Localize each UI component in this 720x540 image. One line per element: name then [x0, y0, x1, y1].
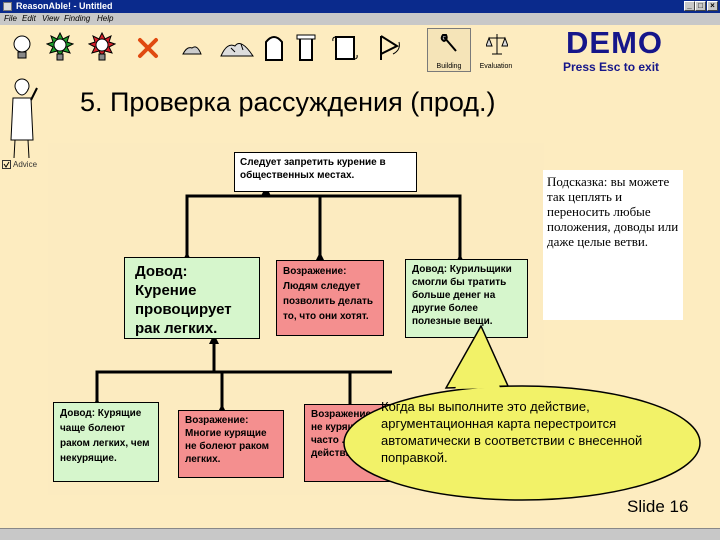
maximize-button[interactable]: □ [695, 1, 706, 11]
demo-title: DEMO [566, 25, 663, 60]
philosopher-icon[interactable] [4, 76, 38, 162]
building-button[interactable]: Building [427, 28, 471, 72]
evaluation-button[interactable]: Evaluation [473, 28, 519, 72]
slide-number: Slide 16 [627, 497, 689, 516]
reason-box[interactable]: Довод: Курильщики смогли бы тратить боль… [405, 259, 528, 338]
advice-toggle[interactable]: Advice [2, 160, 38, 170]
rock-icon[interactable] [181, 32, 203, 64]
checkbox-icon [2, 160, 11, 170]
horizontal-scrollbar[interactable] [0, 528, 720, 540]
objection-box[interactable]: Возражение: Людям следует позволить дела… [276, 260, 384, 336]
menu-file[interactable]: File [4, 14, 17, 23]
evaluation-label: Evaluation [479, 63, 513, 70]
tombstone-icon[interactable] [262, 32, 286, 64]
wrench-icon [440, 34, 457, 52]
menu-view[interactable]: View [42, 14, 60, 23]
menu-edit[interactable]: Edit [22, 14, 36, 23]
play-flag-icon[interactable] [375, 32, 405, 64]
main-reason-box[interactable]: Довод: Курение провоцирует рак легких. [124, 257, 260, 339]
close-button[interactable]: × [707, 1, 718, 11]
claim-box[interactable]: Следует запретить курение в общественных… [234, 152, 417, 192]
demo-subtitle: Press Esc to exit [563, 60, 660, 74]
scales-icon [486, 34, 508, 55]
hint-panel: Подсказка: вы можете так цеплять и перен… [543, 170, 683, 320]
sub-reason-box[interactable]: Довод: Курящие чаще болеют раком легких,… [53, 402, 159, 482]
menu-finding[interactable]: Finding [64, 14, 91, 23]
delete-icon[interactable] [134, 32, 162, 64]
app-icon [3, 2, 12, 11]
title-bar: ReasonAble! - Untitled _ □ × [0, 0, 720, 13]
lightbulb-icon[interactable] [8, 32, 36, 64]
slide-title: 5. Проверка рассуждения (прод.) [80, 87, 496, 117]
sub-objection-box[interactable]: Возражение: Многие курящие не болеют рак… [178, 410, 284, 478]
callout-text: Когда вы выполните это действие, аргумен… [381, 399, 643, 465]
building-label: Building [436, 63, 462, 70]
advice-label: Advice [13, 160, 38, 169]
scroll-icon[interactable] [330, 32, 360, 64]
reason-lightbulb-icon[interactable] [46, 32, 74, 64]
menu-bar: File Edit View Finding Help [0, 13, 720, 25]
pillar-icon[interactable] [294, 32, 318, 64]
menu-help[interactable]: Help [97, 14, 114, 23]
minimize-button[interactable]: _ [684, 1, 695, 11]
objection-lightbulb-icon[interactable] [88, 32, 116, 64]
rocks-icon[interactable] [219, 32, 255, 64]
window-title: ReasonAble! - Untitled [16, 1, 113, 11]
